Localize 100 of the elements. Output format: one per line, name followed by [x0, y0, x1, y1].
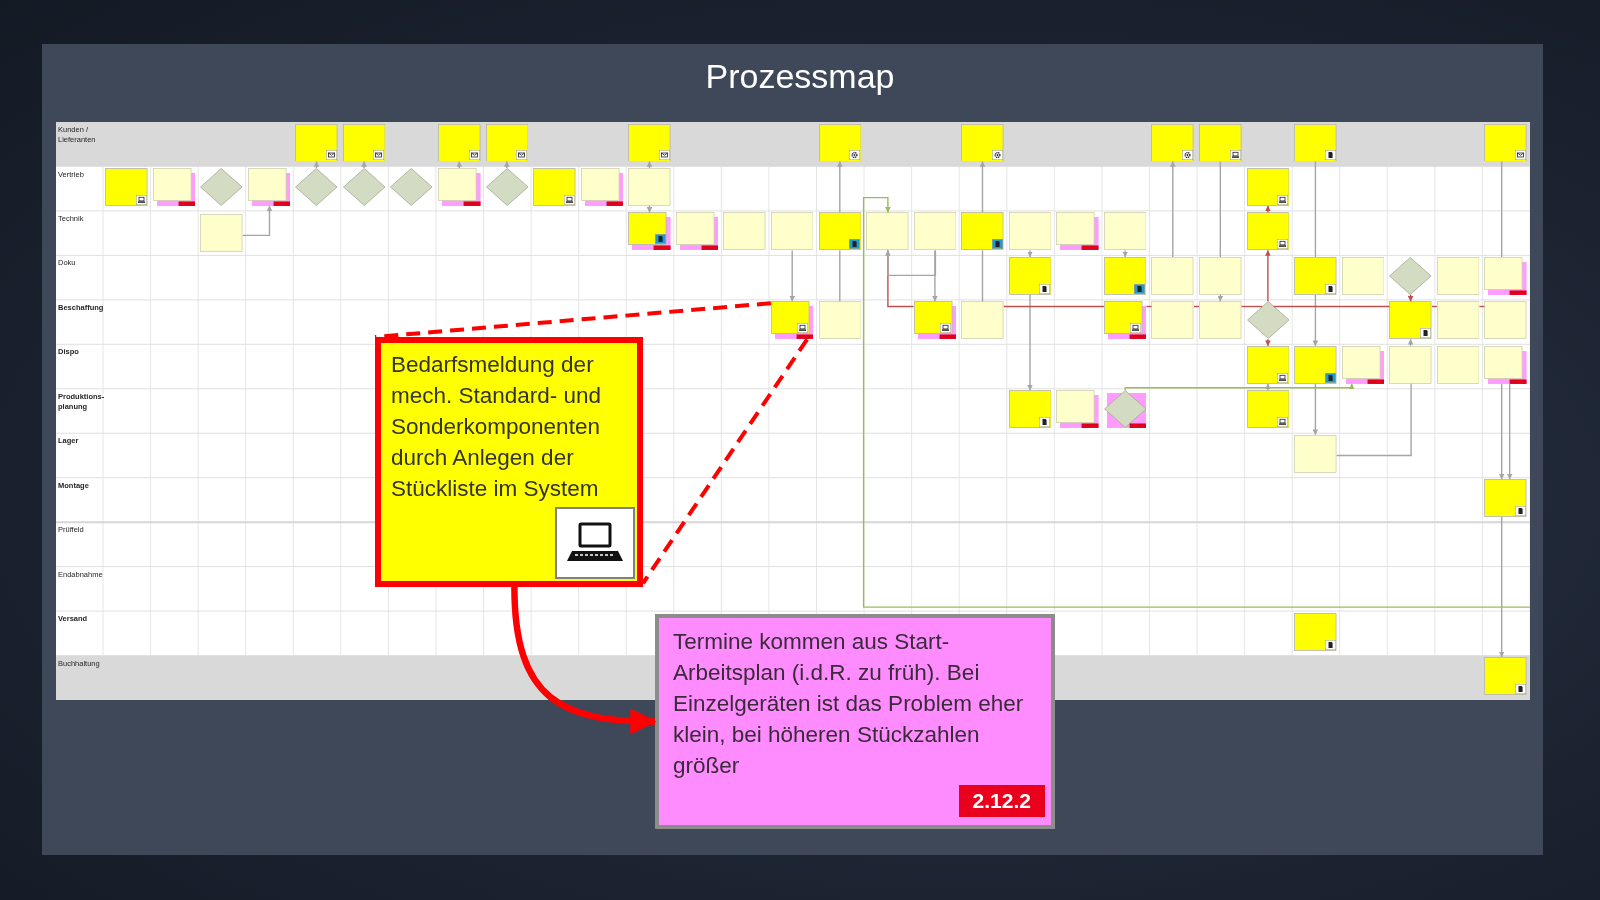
- process-step-box: [1056, 390, 1099, 429]
- process-step-box: [1341, 256, 1385, 295]
- arrow: [979, 160, 986, 214]
- arrow: [361, 160, 367, 169]
- arrow: [1407, 338, 1414, 347]
- process-step-box: [1436, 301, 1480, 340]
- process-step-box: [1103, 301, 1147, 340]
- process-step-box: [770, 301, 814, 340]
- slide-title: Prozessmap: [705, 56, 895, 96]
- arrow: [646, 205, 653, 214]
- process-step-box: [1294, 256, 1337, 295]
- connector-line: [1145, 305, 1153, 308]
- process-step-box: [866, 212, 909, 251]
- process-step-box: [485, 123, 529, 162]
- process-step-box: [1341, 345, 1385, 384]
- process-step-box: [961, 212, 1004, 251]
- process-step-box: [580, 167, 624, 206]
- arrow: [1170, 160, 1176, 258]
- connector-line: [1219, 160, 1221, 258]
- process-step-box: [1056, 212, 1099, 251]
- process-step-box: [1246, 212, 1290, 251]
- process-step-box: [913, 301, 957, 340]
- arrow: [1265, 205, 1271, 214]
- leader-line: [641, 338, 809, 585]
- process-step-box: [1199, 123, 1242, 162]
- process-step-box: [675, 212, 719, 251]
- process-step-box: [1484, 256, 1527, 295]
- callout-text: Bedarfsmeldung der mech. Standard- und Sonderkomponenten durch Anlegen der Stückliste im System: [390, 351, 603, 503]
- process-step-box: [1436, 256, 1480, 295]
- arrow: [1498, 383, 1505, 480]
- process-step-box: [1484, 123, 1527, 162]
- step-number: 2.12.2: [958, 785, 1045, 817]
- process-step-box: [1246, 345, 1290, 384]
- process-step-box: [1246, 390, 1290, 429]
- process-step-box: [628, 167, 671, 206]
- process-step-box: [1484, 657, 1527, 695]
- arrow: [1498, 516, 1505, 658]
- decision-diamond: [1389, 256, 1432, 295]
- arrow: [862, 196, 1531, 608]
- arrow: [1265, 338, 1271, 347]
- arrow: [1027, 294, 1033, 391]
- process-step-box: [1151, 123, 1195, 162]
- process-step-box: [152, 167, 196, 206]
- process-step-box: [723, 212, 766, 251]
- process-step-box: [1294, 123, 1337, 162]
- arrow: [646, 160, 653, 169]
- connector-line: [1501, 160, 1503, 258]
- connector-line: [981, 249, 984, 302]
- process-step-box: [1484, 301, 1527, 340]
- process-step-box: [1389, 345, 1432, 384]
- arrow: [1122, 249, 1128, 258]
- process-step-box: [105, 167, 148, 206]
- process-step-box: [1246, 167, 1290, 206]
- process-step-box: [1103, 256, 1147, 295]
- connector-line: [1431, 305, 1438, 308]
- process-step-box: [628, 123, 671, 162]
- leader-line: [374, 301, 772, 339]
- arrow: [1265, 249, 1271, 302]
- arrow: [1506, 383, 1513, 480]
- process-step-box: [1294, 434, 1337, 473]
- connector-line: [1478, 305, 1486, 308]
- process-step-box: [1199, 301, 1242, 340]
- connector-line: [1240, 305, 1263, 308]
- process-step-box: [533, 167, 576, 206]
- process-step-box: [1008, 212, 1052, 251]
- arrow: [504, 160, 510, 169]
- process-step-box: [437, 167, 481, 206]
- arrow: [837, 160, 843, 214]
- process-step-box: [1151, 256, 1195, 295]
- arrow: [313, 160, 320, 169]
- arrow: [1312, 383, 1319, 436]
- process-step-box: [818, 212, 862, 251]
- process-step-box: [1199, 256, 1242, 295]
- connector-line: [1193, 305, 1200, 308]
- arrow: [1124, 383, 1355, 391]
- arrow: [456, 160, 463, 169]
- callout-box: [655, 614, 1055, 829]
- process-step-box: [342, 123, 386, 162]
- process-step-box: [1103, 212, 1147, 251]
- arrow: [885, 249, 937, 277]
- connector-line: [1003, 305, 1105, 308]
- connector-line: [1314, 160, 1317, 258]
- arrow: [1217, 294, 1224, 302]
- arrow: [932, 249, 938, 302]
- connector-line: [1336, 383, 1412, 457]
- process-step-box: [1008, 256, 1052, 295]
- process-step-box: [1389, 301, 1432, 340]
- decision-diamond: [1103, 390, 1147, 429]
- process-step-box: [247, 167, 291, 206]
- process-step-box: [913, 212, 957, 251]
- process-step-box: [818, 301, 862, 340]
- process-step-box: [1294, 612, 1337, 651]
- arrow: [1407, 294, 1414, 302]
- callout-box: [375, 337, 643, 587]
- process-step-box: [1484, 479, 1527, 518]
- process-step-box: [437, 123, 481, 162]
- arrow: [1027, 249, 1033, 258]
- process-step-box: [1151, 301, 1195, 340]
- process-step-box: [1436, 345, 1480, 384]
- process-step-box: [770, 212, 814, 251]
